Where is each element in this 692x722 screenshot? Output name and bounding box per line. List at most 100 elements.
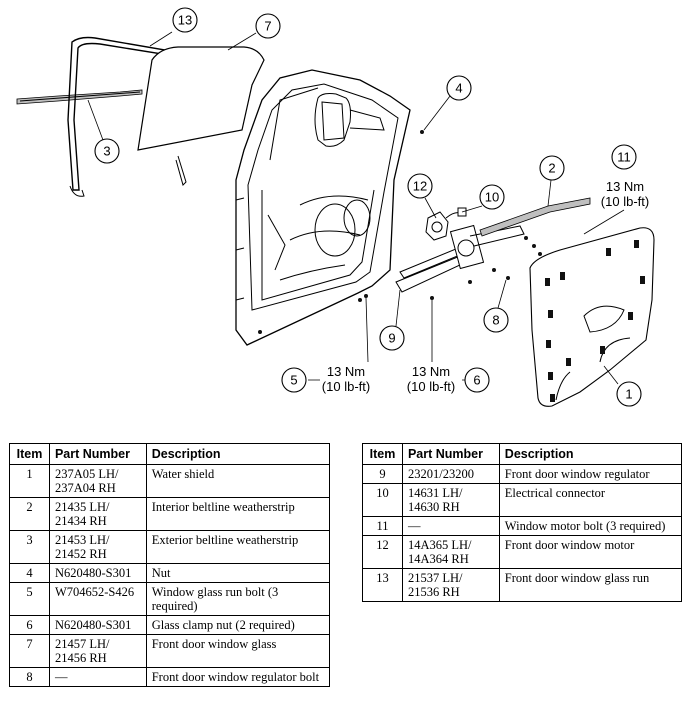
torque-item5-lbft: (10 lb-ft) (322, 379, 370, 394)
item-cell: 8 (9, 667, 50, 687)
svg-text:9: 9 (388, 331, 395, 346)
fasteners (364, 130, 542, 300)
callout-12: 12 (407, 173, 433, 199)
torque-item6-lbft: (10 lb-ft) (407, 379, 455, 394)
header-part-number: Part Number (401, 443, 500, 465)
description-cell: Glass clamp nut (2 required) (145, 615, 331, 635)
description-cell: Window motor bolt (3 required) (498, 516, 683, 536)
torque-item11-nm: 13 Nm (606, 179, 644, 194)
svg-text:11: 11 (617, 150, 631, 165)
svg-text:2: 2 (548, 161, 555, 176)
description-cell: Front door window regulator (498, 464, 683, 484)
description-cell: Exterior beltline weatherstrip (145, 530, 331, 564)
part-number-cell: — (401, 516, 500, 536)
svg-text:13: 13 (178, 13, 192, 28)
svg-text:8: 8 (492, 313, 499, 328)
description-cell: Front door window glass (145, 634, 331, 668)
svg-text:5: 5 (290, 373, 297, 388)
svg-text:1: 1 (625, 387, 632, 402)
description-cell: Interior beltline weatherstrip (145, 497, 331, 531)
part-number-cell: 14631 LH/ 14630 RH (401, 483, 500, 517)
callout-4: 4 (446, 75, 472, 101)
part-number-cell: — (48, 667, 147, 687)
callout-3: 3 (94, 138, 120, 164)
part-number-cell: 21457 LH/ 21456 RH (48, 634, 147, 668)
table-row: 8—Front door window regulator bolt (9, 667, 331, 687)
window-glass (137, 46, 265, 186)
item-cell: 5 (9, 582, 50, 616)
part-number-cell: N620480-S301 (48, 563, 147, 583)
callout-1: 1 (616, 381, 642, 407)
part-number-cell: 237A05 LH/ 237A04 RH (48, 464, 147, 498)
part-number-cell: 21453 LH/ 21452 RH (48, 530, 147, 564)
exploded-door-diagram: 13 7 3 4 2 11 12 10 9 8 5 6 1 13 Nm (10 … (16, 7, 655, 407)
torque-item5-nm: 13 Nm (327, 364, 365, 379)
description-cell: Nut (145, 563, 331, 583)
water-shield (529, 227, 655, 407)
header-part-number: Part Number (48, 443, 147, 465)
exterior-beltline-weatherstrip (16, 89, 143, 105)
item-cell: 9 (362, 464, 403, 484)
door-shell (235, 69, 411, 346)
part-number-cell: W704652-S426 (48, 582, 147, 616)
item-cell: 10 (362, 483, 403, 517)
table-header-row: Item Part Number Description (362, 443, 683, 465)
side-mirror (314, 93, 385, 147)
callout-2: 2 (539, 155, 565, 181)
callout-10: 10 (479, 184, 505, 210)
callout-13: 13 (172, 7, 198, 33)
torque-item6-nm: 13 Nm (412, 364, 450, 379)
item-cell: 1 (9, 464, 50, 498)
part-number-cell: 21435 LH/ 21434 RH (48, 497, 147, 531)
callout-9: 9 (379, 325, 405, 351)
item-cell: 3 (9, 530, 50, 564)
callout-11: 11 (611, 144, 637, 170)
svg-text:7: 7 (264, 19, 271, 34)
svg-text:4: 4 (455, 81, 462, 96)
svg-text:12: 12 (413, 179, 427, 194)
description-cell: Front door window glass run (498, 568, 683, 602)
callout-5: 5 (281, 367, 307, 393)
item-cell: 4 (9, 563, 50, 583)
part-number-cell: N620480-S301 (48, 615, 147, 635)
part-number-cell: 21537 LH/ 21536 RH (401, 568, 500, 602)
part-number-cell: 14A365 LH/ 14A364 RH (401, 535, 500, 569)
description-cell: Water shield (145, 464, 331, 498)
item-cell: 13 (362, 568, 403, 602)
callout-6: 6 (464, 367, 490, 393)
description-cell: Window glass run bolt (3 required) (145, 582, 331, 616)
electrical-connector (445, 207, 467, 219)
description-cell: Electrical connector (498, 483, 683, 517)
callout-7: 7 (255, 13, 281, 39)
table-header-row: Item Part Number Description (9, 443, 331, 465)
item-cell: 12 (362, 535, 403, 569)
torque-item11-lbft: (10 lb-ft) (601, 194, 649, 209)
table-row: 11—Window motor bolt (3 required) (362, 516, 683, 536)
item-cell: 7 (9, 634, 50, 668)
callout-8: 8 (483, 307, 509, 333)
header-item: Item (362, 443, 403, 465)
item-cell: 6 (9, 615, 50, 635)
svg-text:6: 6 (473, 373, 480, 388)
svg-text:10: 10 (485, 190, 499, 205)
svg-text:3: 3 (103, 144, 110, 159)
item-cell: 2 (9, 497, 50, 531)
header-description: Description (498, 443, 683, 465)
description-cell: Front door window regulator bolt (145, 667, 331, 687)
part-number-cell: 23201/23200 (401, 464, 500, 484)
header-description: Description (145, 443, 331, 465)
item-cell: 11 (362, 516, 403, 536)
